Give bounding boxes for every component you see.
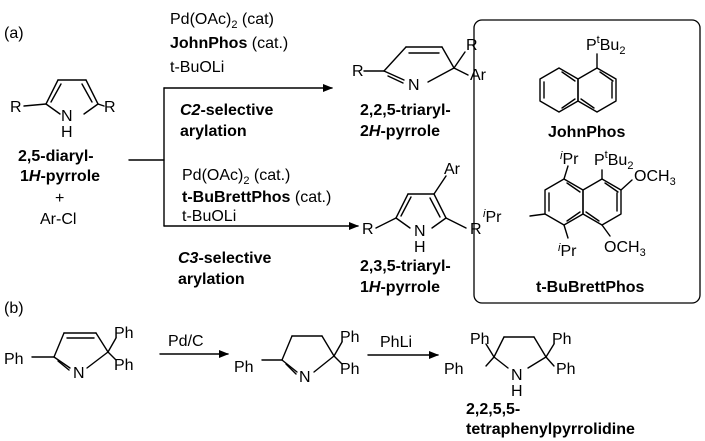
c3-n: N	[511, 367, 523, 384]
brettphos-structure	[529, 165, 633, 239]
top-catalyst: Pd(OAc)2 (cat)	[170, 11, 274, 31]
bottom-selectivity-line1: C3-selective	[178, 250, 271, 267]
product1-r-top: R	[466, 37, 478, 54]
top-selectivity-line2: arylation	[180, 123, 247, 140]
brett-och3-bottom: OCH3	[604, 239, 646, 259]
johnphos-name: JohnPhos	[548, 124, 625, 141]
johnphos-pbu2: PtBu2	[586, 34, 625, 57]
product2-r-right: R	[470, 221, 482, 238]
c2-ph-left: Ph	[234, 359, 254, 376]
panel-a-label: (a)	[4, 25, 24, 42]
product1-n: N	[408, 77, 420, 94]
brett-pbu2: PtBu2	[594, 149, 633, 172]
product2-ar: Ar	[444, 161, 461, 178]
bottom-selectivity-line2: arylation	[178, 271, 245, 288]
brett-ipr-bottom: iPr	[558, 242, 577, 260]
product2-name-line1: 2,3,5-triaryl-	[360, 258, 451, 275]
substrate-h: H	[61, 124, 73, 141]
reagent-phli: PhLi	[380, 334, 412, 351]
panel-b-compound3	[485, 336, 555, 369]
product1-name-line1: 2,2,5-triaryl-	[360, 102, 451, 119]
top-ligand: JohnPhos (cat.)	[170, 35, 288, 52]
c3-ph-top-left: Ph	[470, 331, 490, 348]
c3-ph-bottom-right: Ph	[556, 361, 576, 378]
panel-b-label: (b)	[4, 300, 24, 317]
bottom-base: t-BuOLi	[182, 208, 236, 225]
product2-r-left: R	[362, 221, 374, 238]
substrate-n: N	[61, 108, 73, 125]
panel-b-compound2	[261, 335, 343, 375]
branch-lines	[128, 87, 165, 227]
johnphos-structure	[539, 53, 617, 113]
top-selectivity-line1: C2-selective	[180, 102, 273, 119]
c1-ph-right: Ph	[114, 357, 134, 374]
product-1h-pyrrole-ring	[375, 175, 467, 229]
c3-name-line1: 2,2,5,5-	[466, 401, 520, 418]
c3-ph-top-right: Ph	[552, 331, 572, 348]
reagent-arcl: Ar-Cl	[40, 211, 76, 228]
substrate-r-right: R	[104, 99, 116, 116]
substrate-r-left: R	[10, 99, 22, 116]
substrate-name-line1: 2,5-diaryl-	[18, 148, 94, 165]
brett-ipr-top: iPr	[560, 150, 579, 168]
top-base: t-BuOLi	[170, 59, 224, 76]
substrate-ring-bonds	[23, 79, 105, 115]
c2-n: N	[299, 369, 311, 386]
substrate-name-line2: 1H-pyrrole	[20, 168, 100, 185]
product2-h: H	[414, 239, 426, 256]
reagent-pd-c: Pd/C	[168, 333, 204, 350]
plus-sign: +	[55, 190, 64, 207]
panel-b-compound1	[31, 332, 117, 371]
product-2h-pyrrole-ring	[363, 46, 469, 84]
c1-n: N	[73, 365, 85, 382]
c1-ph-left: Ph	[4, 351, 24, 368]
product1-ar: Ar	[470, 67, 487, 84]
bottom-ligand: t-BuBrettPhos (cat.)	[182, 189, 331, 206]
brettphos-name: t-BuBrettPhos	[536, 279, 645, 296]
c2-ph-top: Ph	[340, 329, 360, 346]
bottom-catalyst: Pd(OAc)2 (cat.)	[182, 167, 290, 187]
product1-r-left: R	[352, 63, 364, 80]
c3-h: H	[511, 383, 523, 400]
c2-ph-right: Ph	[340, 361, 360, 378]
c3-name-line2: tetraphenylpyrrolidine	[466, 421, 635, 438]
brett-och3-top: OCH3	[634, 168, 676, 188]
product2-n: N	[414, 223, 426, 240]
product1-name-line2: 2H-pyrrole	[360, 123, 440, 140]
brett-ipr-left: iPr	[483, 208, 502, 226]
c1-ph-top: Ph	[114, 325, 134, 342]
c3-ph-bottom-left: Ph	[444, 361, 464, 378]
product2-name-line2: 1H-pyrrole	[360, 279, 440, 296]
ligand-box	[473, 19, 701, 304]
